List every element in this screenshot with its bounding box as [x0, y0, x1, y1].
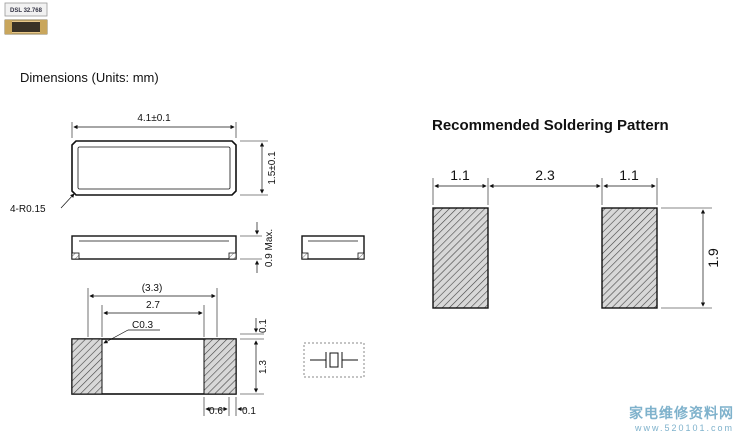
soldering-title: Recommended Soldering Pattern [432, 117, 669, 134]
thumbnail-label: DSL 32.768 [10, 8, 43, 14]
dim-edge-gap-label: 0.1 [242, 406, 256, 417]
dim-width-label: 1.5±0.1 [267, 151, 278, 185]
dim-height-label: 0.9 Max. [264, 229, 275, 267]
solder-pad-width-right-label: 1.1 [619, 167, 639, 183]
dim-inner-span-label: 2.7 [146, 300, 160, 311]
solder-pad-right [601, 207, 658, 309]
end-view-body [301, 235, 365, 260]
dim-pad-span-label: (3.3) [142, 283, 163, 294]
solder-pad-height-label: 1.9 [705, 248, 721, 268]
dim-chamfer-label: C0.3 [132, 320, 154, 331]
dim-radius-label: 4-R0.15 [10, 204, 46, 215]
solder-pad-left [432, 207, 489, 309]
watermark: 家电维修资料网 www.520101.com [629, 403, 734, 433]
dim-pad-height-label: 1.3 [258, 360, 269, 374]
dim-top-gap-label: 0.1 [258, 319, 269, 333]
side-view-body [71, 235, 237, 260]
top-view-body [71, 140, 237, 196]
bottom-view-body [71, 338, 237, 395]
watermark-url: www.520101.com [634, 423, 734, 433]
dim-pad-width-label: 0.6 [209, 406, 223, 417]
watermark-text: 家电维修资料网 [629, 405, 734, 421]
dim-length-label: 4.1±0.1 [137, 113, 171, 124]
component-thumbnail: DSL 32.768 [4, 2, 48, 35]
solder-gap-label: 2.3 [535, 167, 555, 183]
crystal-symbol [303, 342, 365, 378]
solder-pad-width-left-label: 1.1 [450, 167, 470, 183]
dimensions-title: Dimensions (Units: mm) [20, 70, 159, 85]
